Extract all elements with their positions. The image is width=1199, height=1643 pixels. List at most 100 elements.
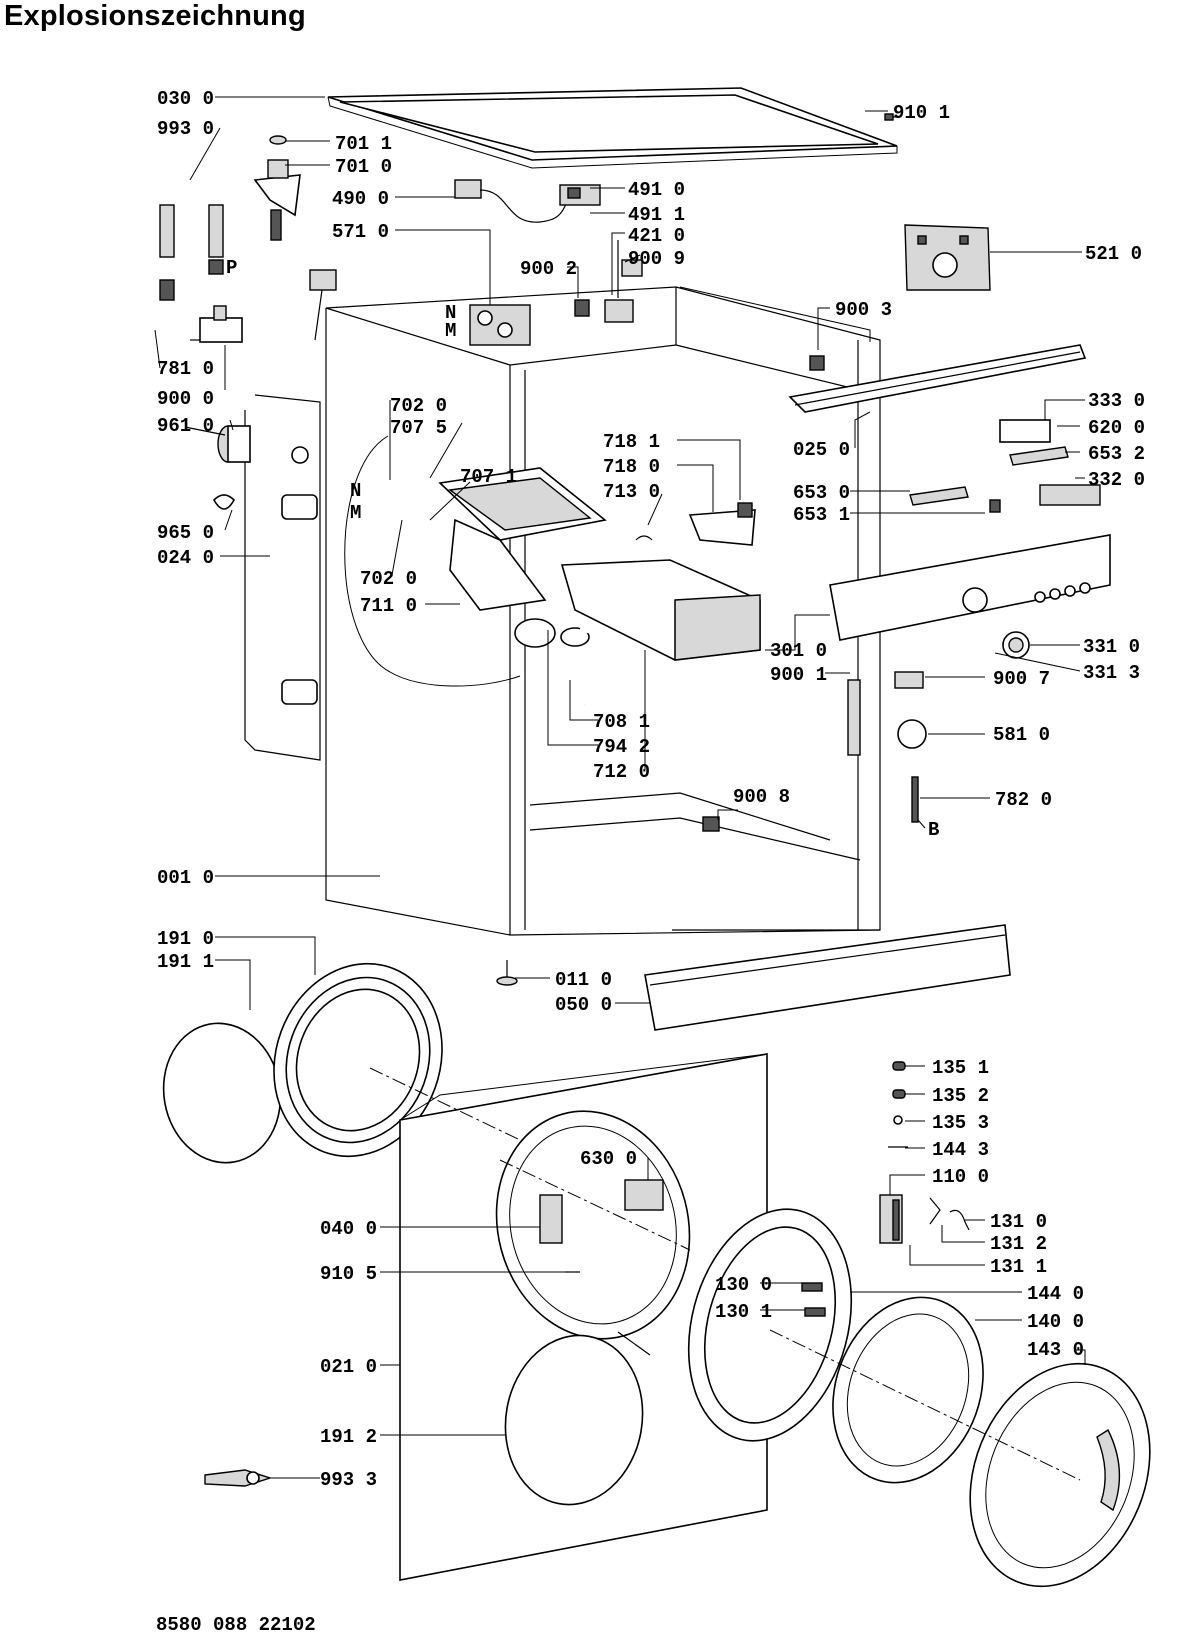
part-door-frame [687, 1208, 853, 1442]
label-1310: 131 0 [990, 1211, 1047, 1233]
label-7181: 718 1 [603, 431, 660, 453]
label-9007: 900 7 [993, 668, 1050, 690]
label-7942: 794 2 [593, 736, 650, 758]
marker-n-top: N [445, 302, 456, 324]
label-1100: 110 0 [932, 1166, 989, 1188]
label-1301: 130 1 [715, 1301, 772, 1323]
label-7071: 707 1 [460, 466, 517, 488]
part-top-cover [327, 87, 898, 169]
part-cabinet [325, 286, 881, 936]
label-0300: 030 0 [157, 88, 214, 110]
label-9003: 900 3 [835, 299, 892, 321]
part-drain-hose [560, 627, 615, 708]
label-1312: 131 2 [990, 1233, 1047, 1255]
part-door-handle [879, 1061, 970, 1244]
label-1443: 144 3 [932, 1139, 989, 1161]
label-1353: 135 3 [932, 1112, 989, 1134]
label-1440: 144 0 [1027, 1283, 1084, 1305]
leader-lines [154, 96, 1086, 1479]
label-5710: 571 0 [332, 221, 389, 243]
label-4911: 491 1 [628, 204, 685, 226]
part-door-lock [624, 1179, 664, 1211]
label-9002: 900 2 [520, 258, 577, 280]
label-3313: 331 3 [1083, 662, 1140, 684]
part-control-fascia [829, 534, 1111, 641]
part-spanner [204, 1469, 273, 1487]
label-7820: 782 0 [995, 789, 1052, 811]
label-7010: 701 0 [335, 156, 392, 178]
label-4910: 491 0 [628, 179, 685, 201]
label-9650: 965 0 [157, 522, 214, 544]
part-kickplate [644, 924, 1011, 1031]
label-9000: 900 0 [157, 388, 214, 410]
label-1300: 130 0 [715, 1274, 772, 1296]
part-switch-4210 [604, 240, 643, 323]
marker-n: N [350, 480, 361, 502]
axis-line-2 [499, 1159, 691, 1251]
part-suppressor [559, 184, 601, 206]
label-6531: 653 1 [793, 504, 850, 526]
label-7180: 718 0 [603, 456, 660, 478]
label-1352: 135 2 [932, 1085, 989, 1107]
label-7011: 701 1 [335, 133, 392, 155]
label-7810: 781 0 [157, 358, 214, 380]
axis-line-3 [769, 1329, 1081, 1481]
label-5810: 581 0 [993, 724, 1050, 746]
part-screw-9101 [884, 113, 900, 121]
label-0240: 024 0 [157, 547, 214, 569]
label-1311: 131 1 [990, 1256, 1047, 1278]
label-6532: 653 2 [1088, 443, 1145, 465]
label-0110: 011 0 [555, 969, 612, 991]
label-6530: 653 0 [793, 482, 850, 504]
label-9105: 910 5 [320, 1263, 377, 1285]
label-9009: 900 9 [628, 248, 685, 270]
part-knob [1002, 631, 1030, 659]
part-spout-7010 [253, 135, 301, 241]
part-siphon [635, 502, 756, 546]
page-title: Explosionszeichnung [4, 0, 306, 32]
label-6300: 630 0 [580, 1148, 637, 1170]
part-lower-seal [504, 1331, 651, 1506]
part-control-panel-parts [909, 419, 1101, 513]
marker-m: M [350, 502, 361, 524]
part-number-labels: 030 0 993 0 701 1 701 0 490 0 571 0 491 … [157, 88, 1145, 1491]
label-3330: 333 0 [1088, 390, 1145, 412]
part-front-panel [399, 1053, 768, 1581]
label-7081: 708 1 [593, 711, 650, 733]
part-foot-screw [496, 960, 518, 986]
part-clip-9003 [809, 355, 825, 371]
label-4210: 421 0 [628, 225, 685, 247]
label-7130: 713 0 [603, 481, 660, 503]
label-9930: 993 0 [157, 118, 214, 140]
part-connector-left [309, 269, 337, 341]
label-9001: 900 1 [770, 664, 827, 686]
part-dispenser-housing [438, 467, 607, 648]
part-solenoid-valve [469, 304, 531, 346]
part-clip-9002 [574, 299, 590, 317]
part-door-gasket [162, 962, 443, 1164]
label-7120: 712 0 [593, 761, 650, 783]
part-valve-bracket [190, 305, 243, 343]
part-door-glass [832, 1296, 984, 1484]
letter-markers: P N M N M B [226, 257, 939, 841]
label-4900: 490 0 [332, 188, 389, 210]
label-1911: 191 1 [157, 951, 214, 973]
label-6200: 620 0 [1088, 417, 1145, 439]
part-pump-filter [184, 425, 251, 510]
part-switches-right [847, 671, 927, 823]
label-1430: 143 0 [1027, 1339, 1084, 1361]
part-housing-outline [344, 435, 521, 687]
label-0210: 021 0 [320, 1356, 377, 1378]
label-9101: 910 1 [893, 102, 950, 124]
label-3320: 332 0 [1088, 469, 1145, 491]
part-inlet-hose [159, 175, 224, 301]
label-7075: 707 5 [390, 417, 447, 439]
label-9610: 961 0 [157, 415, 214, 437]
label-7020a: 702 0 [390, 395, 447, 417]
part-door-outer-ring [969, 1362, 1151, 1588]
part-control-board [904, 224, 991, 291]
label-0010: 001 0 [157, 867, 214, 889]
part-rear-panel [244, 394, 321, 761]
label-1400: 140 0 [1027, 1311, 1084, 1333]
label-5210: 521 0 [1085, 243, 1142, 265]
